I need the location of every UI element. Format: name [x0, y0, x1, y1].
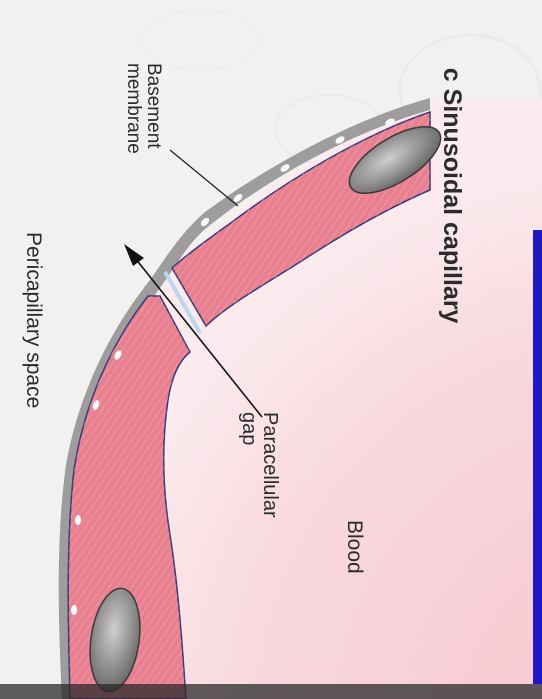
label-basement-membrane: Basement membrane [123, 63, 163, 154]
right-blue-bar [533, 230, 542, 684]
figure-title: Sinusoidal capillary [438, 89, 466, 324]
label-blood: Blood [343, 520, 365, 574]
label-paracellular-gap: Paracellular gap [238, 412, 280, 518]
label-pericapillary-space: Pericapillary space [22, 232, 44, 408]
panel-letter: c [438, 68, 466, 82]
panel-title: c Sinusoidal capillary [412, 40, 491, 323]
bottom-edge-strip [0, 684, 542, 699]
